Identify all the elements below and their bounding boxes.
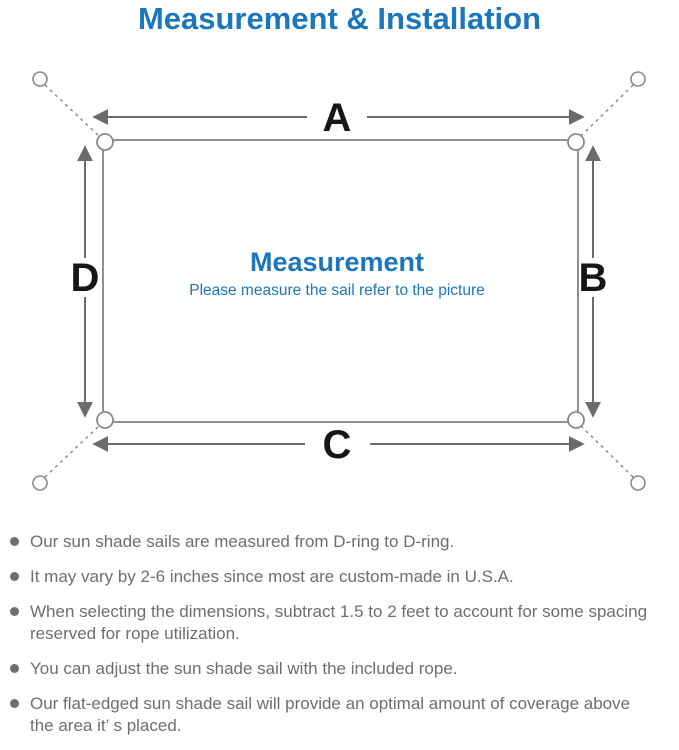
diagram-center-note: Please measure the sail refer to the pic… xyxy=(189,282,485,299)
rope-line-top-left xyxy=(44,84,100,137)
page-title: Measurement & Installation xyxy=(137,1,542,36)
dimension-label-bottom: C xyxy=(323,423,352,467)
bullet-dot-icon xyxy=(10,664,19,673)
list-item: You can adjust the sun shade sail with t… xyxy=(10,658,673,680)
bullet-dot-icon xyxy=(10,537,19,546)
rope-dashed-lines xyxy=(44,84,634,478)
diagram-center-heading: Measurement xyxy=(250,247,424,277)
dimension-labels: A B C D xyxy=(71,96,608,467)
anchor-point-icon xyxy=(630,71,646,87)
note-text: You can adjust the sun shade sail with t… xyxy=(30,659,458,678)
dimension-label-right: B xyxy=(579,256,608,300)
list-item: It may vary by 2-6 inches since most are… xyxy=(10,566,673,588)
anchor-point-icon xyxy=(32,71,48,87)
dimension-arrows xyxy=(77,109,601,452)
note-text: It may vary by 2-6 inches since most are… xyxy=(30,567,514,586)
note-text: Our sun shade sails are measured from D-… xyxy=(30,532,455,551)
rope-line-bottom-right xyxy=(580,425,634,478)
d-ring-icon xyxy=(96,411,114,429)
d-ring-icon xyxy=(567,133,585,151)
anchor-point-icon xyxy=(32,475,48,491)
anchor-points xyxy=(32,71,646,491)
measurement-diagram: A B C D Measurement Please measure the s… xyxy=(32,71,646,491)
list-item: Our sun shade sails are measured from D-… xyxy=(10,531,673,553)
bullet-dot-icon xyxy=(10,572,19,581)
anchor-point-icon xyxy=(630,475,646,491)
list-item: When selecting the dimensions, subtract … xyxy=(10,601,673,645)
note-text: Our flat-edged sun shade sail will provi… xyxy=(30,694,631,735)
list-item: Our flat-edged sun shade sail will provi… xyxy=(10,693,673,737)
notes-list: Our sun shade sails are measured from D-… xyxy=(10,531,673,750)
bullet-dot-icon xyxy=(10,607,19,616)
note-text: When selecting the dimensions, subtract … xyxy=(30,602,648,643)
d-ring-icon xyxy=(96,133,114,151)
dimension-label-top: A xyxy=(323,96,352,140)
corner-d-rings xyxy=(96,133,585,429)
sail-outline xyxy=(102,139,579,423)
rope-line-bottom-left xyxy=(44,425,100,478)
bullet-dot-icon xyxy=(10,699,19,708)
d-ring-icon xyxy=(567,411,585,429)
rope-line-top-right xyxy=(580,84,634,137)
dimension-label-left: D xyxy=(71,256,100,300)
